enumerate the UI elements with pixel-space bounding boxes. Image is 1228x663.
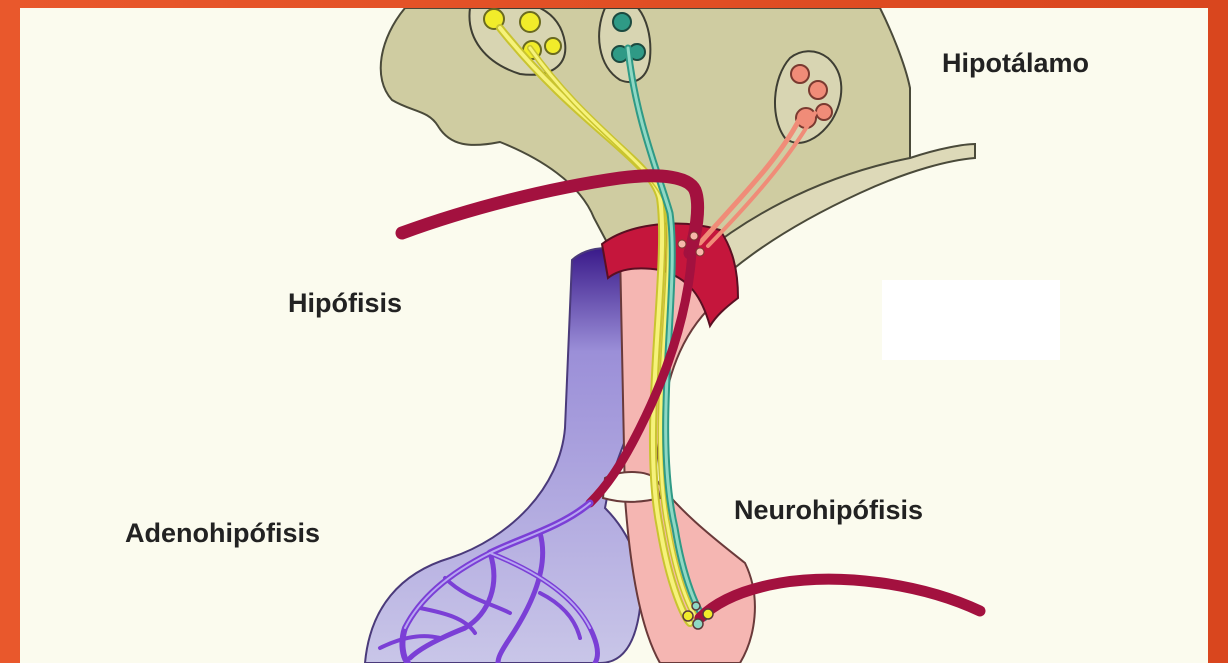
adenohypophysis-label: Adenohipófisis bbox=[125, 518, 320, 549]
blank-label-box bbox=[882, 280, 1060, 360]
neurohypophysis-label: Neurohipófisis bbox=[734, 495, 923, 526]
hypophysis-label: Hipófisis bbox=[288, 288, 402, 319]
adenohypophysis bbox=[365, 248, 641, 663]
hypothalamus-label: Hipotálamo bbox=[942, 48, 1089, 79]
diagram-panel: Hipotálamo Hipófisis Neurohipófisis Aden… bbox=[20, 8, 1208, 663]
